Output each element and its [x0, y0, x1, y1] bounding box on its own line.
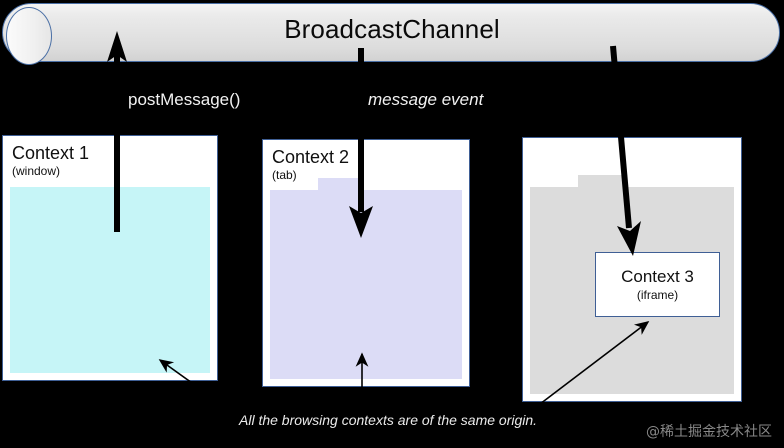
- context-1-frame: Context 1 (window): [2, 135, 218, 381]
- post-message-label: postMessage(): [128, 90, 241, 109]
- context-3-tab-bump: [578, 175, 624, 188]
- context-3-outer-header: [523, 138, 741, 146]
- context-3-outer-frame: Context 3 (iframe): [522, 137, 742, 402]
- context-3-subtitle: (iframe): [636, 288, 679, 302]
- watermark-label: @稀土掘金技术社区: [646, 424, 772, 440]
- context-2-header: Context 2 (tab): [263, 140, 469, 182]
- context-1-viewport: [10, 187, 210, 373]
- cylinder-end-cap: [6, 7, 52, 65]
- context-2-frame: Context 2 (tab): [262, 139, 470, 387]
- context-2-viewport: [270, 178, 462, 379]
- broadcast-channel-title: BroadcastChannel: [284, 14, 500, 44]
- same-origin-caption: All the browsing contexts are of the sam…: [239, 412, 538, 428]
- broadcast-channel-cylinder: [2, 3, 780, 65]
- message-event-label: message event: [368, 90, 484, 109]
- context-3-iframe-box: Context 3 (iframe): [595, 252, 720, 317]
- context-2-tab-bump: [318, 178, 364, 191]
- context-2-title: Context 2: [272, 147, 350, 167]
- context-1-header: Context 1 (window): [3, 136, 217, 178]
- context-2-subtitle: (tab): [272, 168, 297, 182]
- context-1-subtitle: (window): [12, 164, 61, 178]
- context-1-title: Context 1: [12, 143, 90, 163]
- context-3-title: Context 3: [621, 267, 694, 286]
